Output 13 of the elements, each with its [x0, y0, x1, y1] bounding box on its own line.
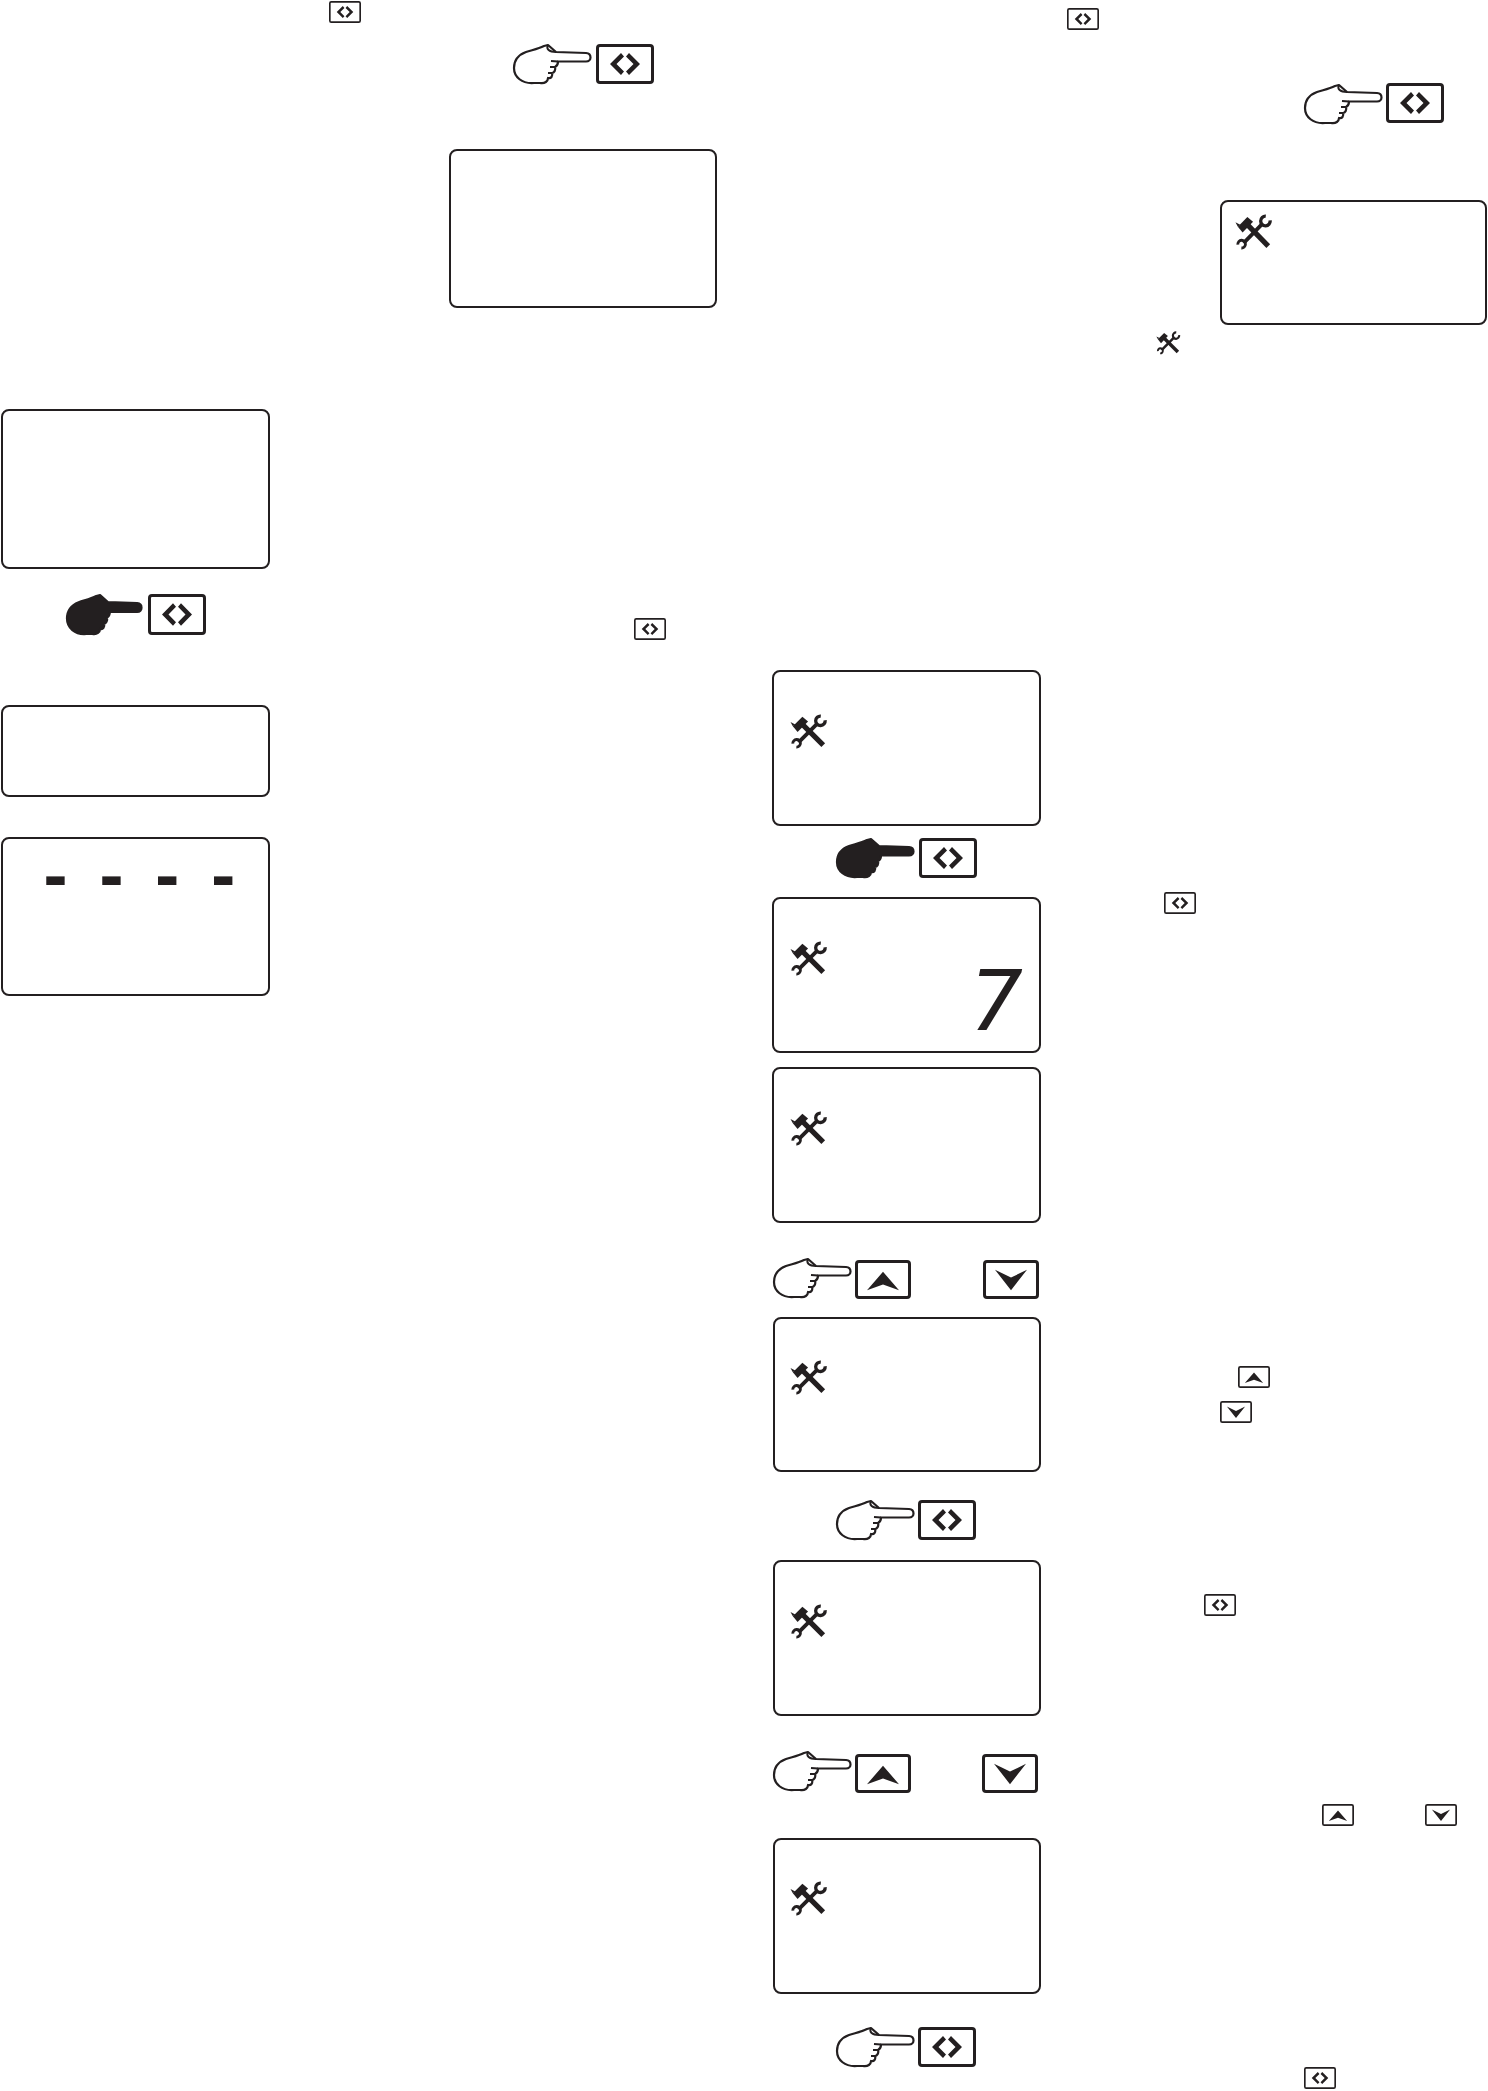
lcd-display — [772, 1067, 1041, 1223]
lcd-display — [1220, 200, 1487, 325]
display-readout: ---- — [43, 853, 267, 901]
display-readout: 7 — [969, 967, 1023, 1035]
lcd-display — [449, 149, 717, 308]
lcd-display — [773, 1560, 1041, 1716]
lcd-display — [1, 837, 270, 996]
lcd-display — [773, 1317, 1041, 1472]
lcd-display — [772, 897, 1041, 1053]
lcd-display — [772, 670, 1041, 826]
lcd-display — [773, 1838, 1041, 1994]
lcd-display — [1, 409, 270, 569]
lcd-display — [1, 705, 270, 797]
